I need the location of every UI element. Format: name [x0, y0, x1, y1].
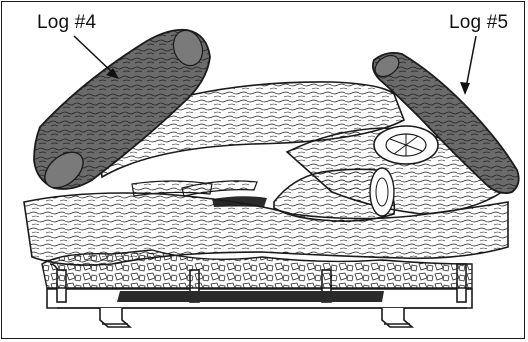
split-log-end	[370, 168, 394, 216]
log-5-label: Log #5	[449, 13, 508, 32]
log-4-label: Log #4	[37, 13, 96, 32]
leader-log-4	[74, 36, 119, 79]
twigs	[132, 181, 257, 196]
grate-opening	[117, 291, 384, 302]
leader-log-5	[460, 36, 476, 95]
log-set-illustration	[2, 2, 525, 339]
